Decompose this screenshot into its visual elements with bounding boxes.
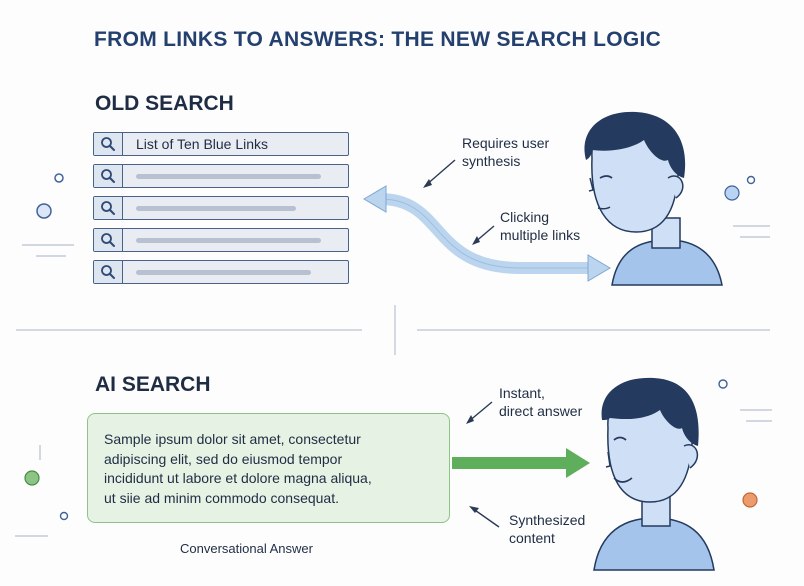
arrow-head-left <box>363 185 387 213</box>
decor-dot <box>724 185 740 201</box>
note-requires-synthesis: Requires user synthesis <box>462 134 549 170</box>
note-pointer-head <box>472 236 480 245</box>
note-pointer-head <box>466 415 474 424</box>
search-result-row <box>93 228 349 252</box>
note-synthesized-content: Synthesized content <box>509 511 585 547</box>
decor-dot <box>742 492 758 508</box>
note-line: Instant, <box>499 385 545 401</box>
answer-caption: Conversational Answer <box>180 541 313 556</box>
search-icon <box>94 165 123 187</box>
answer-line: Sample ipsum dolor sit amet, consectetur <box>104 431 361 447</box>
ai-search-person-icon <box>593 377 715 571</box>
note-line: Requires user <box>462 135 550 151</box>
note-line: multiple links <box>500 227 581 243</box>
answer-line: adipiscing elit, sed do eiusmod tempor <box>104 450 343 467</box>
note-pointer <box>471 507 500 528</box>
placeholder-line <box>136 238 321 243</box>
decor-dot <box>59 511 69 521</box>
old-search-arrow-outline <box>379 198 596 269</box>
note-line: content <box>509 530 555 546</box>
search-icon <box>94 133 123 155</box>
note-line: Synthesized <box>509 512 586 528</box>
decor-dot <box>24 470 40 486</box>
answer-card <box>87 413 450 523</box>
search-result-row <box>93 260 349 284</box>
old-search-person-icon <box>584 111 723 286</box>
answer-line: incididunt ut labore et dolore magna ali… <box>104 470 372 486</box>
note-pointer-head <box>469 506 479 513</box>
note-pointer-head <box>423 179 432 188</box>
page-title: FROM LINKS TO ANSWERS: THE NEW SEARCH LO… <box>94 28 662 51</box>
decor-dot <box>718 379 728 389</box>
search-icon <box>94 229 123 251</box>
ai-answer-arrow <box>452 457 570 469</box>
ai-answer-arrow-head <box>566 448 590 478</box>
decor-dot <box>36 203 52 219</box>
search-result-row <box>93 164 349 188</box>
note-line: Clicking <box>500 209 550 225</box>
note-instant-answer: Instant, direct answer <box>499 384 582 420</box>
answer-text: Sample ipsum dolor sit amet, consectetur… <box>104 430 404 508</box>
note-line: synthesis <box>462 153 521 169</box>
note-line: direct answer <box>499 403 583 419</box>
old-search-heading: OLD SEARCH <box>95 92 234 115</box>
answer-line: ut siie ad minim commodo consequat. <box>104 489 339 506</box>
placeholder-line <box>136 270 311 275</box>
search-icon <box>94 261 123 283</box>
search-result-row <box>93 196 349 220</box>
decor-dot <box>746 175 756 185</box>
ai-search-heading: AI SEARCH <box>95 373 211 396</box>
search-result-label: List of Ten Blue Links <box>136 136 269 152</box>
note-clicking-links: Clicking multiple links <box>500 208 580 244</box>
placeholder-line <box>136 174 321 179</box>
search-result-row: List of Ten Blue Links <box>93 132 349 156</box>
arrow-head-right <box>587 254 611 282</box>
decor-dot <box>54 173 64 183</box>
placeholder-line <box>136 206 296 211</box>
search-icon <box>94 197 123 219</box>
